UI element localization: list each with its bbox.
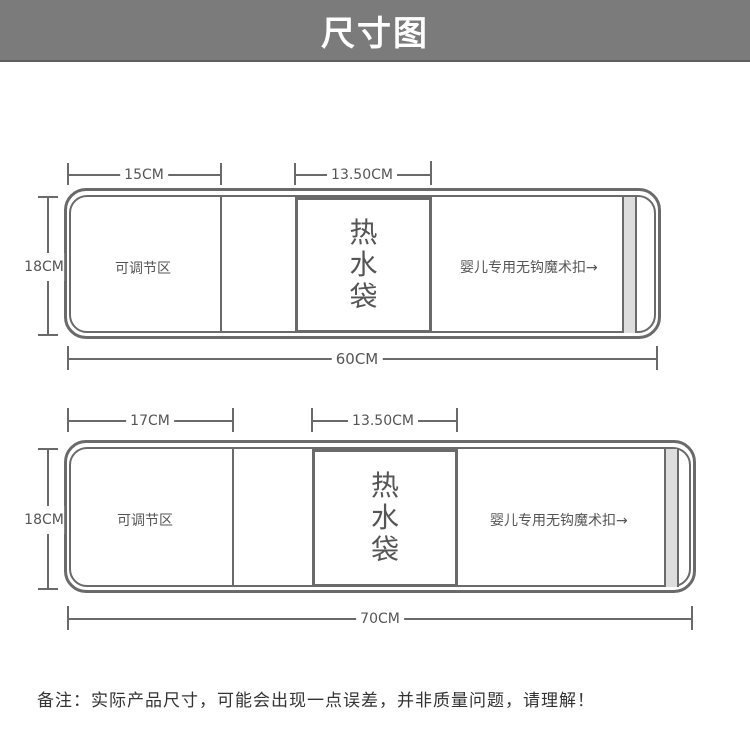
tick [67,346,69,370]
hot-water-bag-pocket: 热水袋 [312,449,458,587]
tick [232,408,234,432]
velcro-strip [664,449,679,587]
strap-outline [64,188,661,339]
tick [430,161,432,185]
length-label: 70CM [356,611,404,627]
tick [220,163,222,185]
pocket-label: 13.50CM [348,413,418,429]
tick [38,196,58,198]
adjust-zone-label: 可调节区 [115,261,171,277]
adjust-zone-label: 可调节区 [117,513,173,529]
width-label: 17CM [126,413,174,429]
height-label: 18CM [24,506,64,534]
tick [311,408,313,432]
velcro-label: 婴儿专用无钩魔术扣→ [460,260,598,276]
velcro-strip [622,197,637,333]
tick [67,163,69,185]
tick [67,606,69,630]
divider [232,449,234,587]
tick [67,408,69,432]
bag-char: 袋 [349,280,378,313]
bag-char: 水 [370,501,399,534]
bag-char: 热 [349,216,378,249]
tick [691,606,693,630]
page-title: 尺寸图 [321,13,429,54]
tick [38,448,58,450]
bag-char: 袋 [370,533,399,566]
strap-outline [64,440,696,593]
tick [456,408,458,432]
length-label: 60CM [331,350,383,368]
divider [220,197,222,333]
header-bar: 尺寸图 [0,0,750,62]
bag-char: 水 [349,248,378,281]
velcro-label: 婴儿专用无钩魔术扣→ [490,513,628,529]
height-label: 18CM [24,253,64,281]
pocket-label: 13.50CM [327,167,397,183]
footnote: 备注：实际产品尺寸，可能会出现一点误差，并非质量问题，请理解！ [37,691,595,711]
bag-char: 热 [370,469,399,502]
tick [656,346,658,370]
tick [38,334,58,336]
tick [38,588,58,590]
width-label: 15CM [120,167,168,183]
hot-water-bag-pocket: 热水袋 [295,197,432,333]
tick [294,163,296,185]
